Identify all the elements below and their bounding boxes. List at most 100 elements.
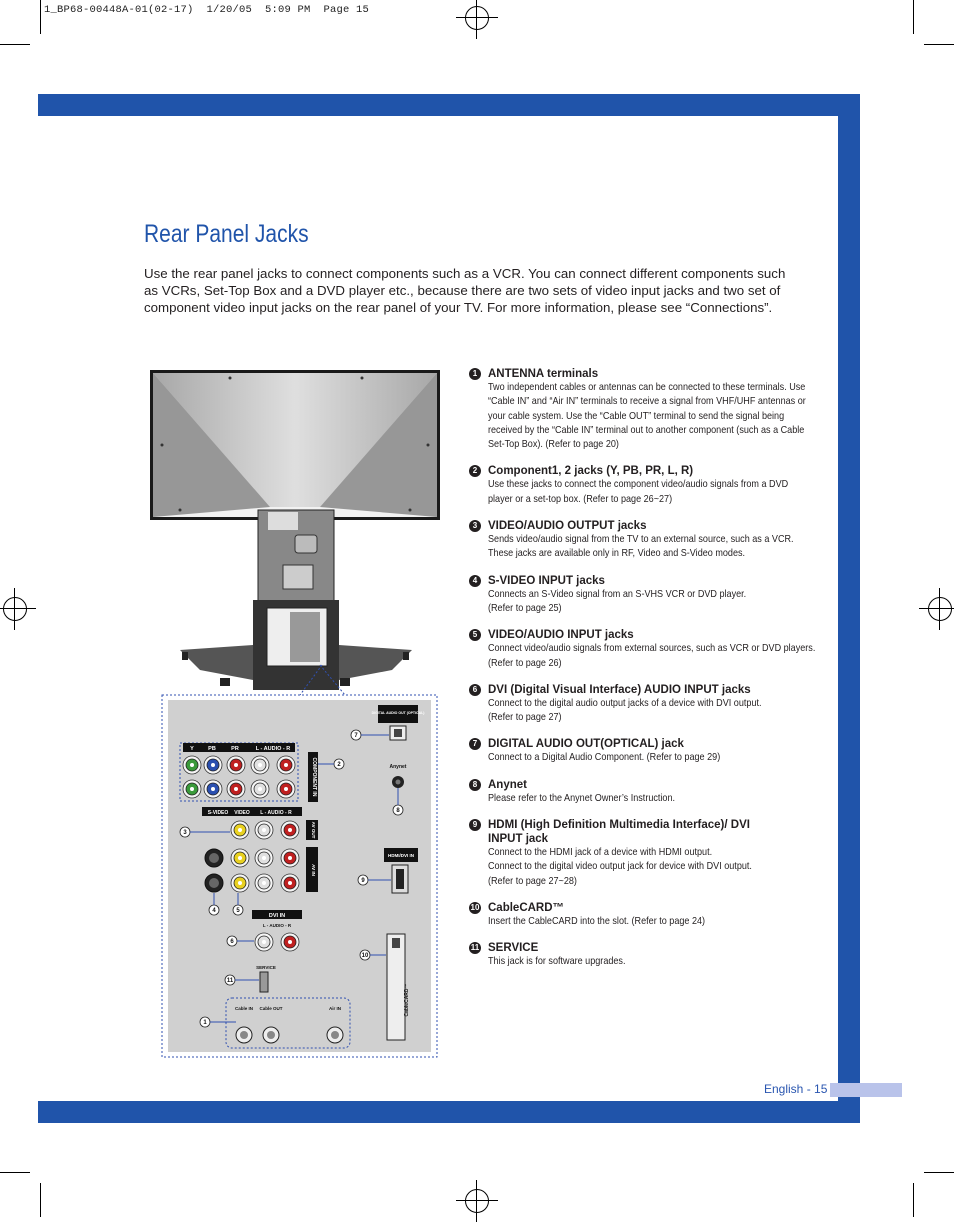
jack-item-description: Connect video/audio signals from externa… xyxy=(488,643,816,669)
optical-label: DIGITAL AUDIO OUT (OPTICAL) xyxy=(372,711,425,715)
callout-7-label: 7 xyxy=(354,733,358,739)
jack-item-title: ANTENNA terminals xyxy=(488,368,599,380)
component-jack-pin xyxy=(258,787,262,791)
audio-r-jack-pin xyxy=(288,881,292,885)
video-jack-pin xyxy=(238,828,242,832)
component-header-bar xyxy=(183,743,295,752)
jack-item-title: CableCARD™ xyxy=(488,901,565,914)
callout-number-icon: 2 xyxy=(469,465,481,478)
av-header-label: S-VIDEO xyxy=(208,810,229,816)
jack-item-description: Please refer to the Anynet Owner’s Instr… xyxy=(488,792,676,804)
callout-6-label: 6 xyxy=(230,939,234,945)
antenna-jack-core xyxy=(331,1031,339,1039)
crop-mark xyxy=(0,44,30,45)
print-header: 1_BP68-00448A-01(02-17) 1/20/05 5:09 PM … xyxy=(44,4,370,16)
callout-number-icon: 11 xyxy=(469,942,481,955)
av-out-label: AV OUT xyxy=(311,822,316,839)
hdmi-label: HDMI/DVI IN xyxy=(388,853,414,858)
antenna-label: Cable OUT xyxy=(259,1006,282,1011)
jack-item: 6 DVI (Digital Visual Interface) AUDIO IN… xyxy=(469,683,819,726)
component-side-label: COMPONENT IN xyxy=(311,758,317,797)
av-header-label: L - AUDIO - R xyxy=(260,810,292,816)
component-jack-pin xyxy=(234,787,238,791)
crop-mark xyxy=(0,1172,30,1173)
callout-4-label: 4 xyxy=(212,908,216,914)
component-jack-pin xyxy=(211,787,215,791)
callout-5-label: 5 xyxy=(236,908,240,914)
jack-item-title: DVI (Digital Visual Interface) AUDIO INP… xyxy=(488,683,751,696)
tv-back-drawing xyxy=(150,370,440,696)
dvi-in-label: DVI IN xyxy=(269,913,285,919)
callout-11-label: 11 xyxy=(227,978,234,984)
component-jack-pin xyxy=(211,763,215,767)
bottom-color-band xyxy=(38,1101,860,1123)
jack-item-description: Connects an S-Video signal from an S-VHS… xyxy=(488,588,747,614)
audio-r-jack-pin xyxy=(288,856,292,860)
component-jack-pin xyxy=(284,763,288,767)
antenna-jack-core xyxy=(267,1031,275,1039)
anynet-jack-core xyxy=(395,779,401,785)
callout-8-label: 8 xyxy=(396,808,400,814)
callout-number-icon: 3 xyxy=(469,520,481,533)
av-header-label: VIDEO xyxy=(234,810,250,816)
jack-item-title: Anynet xyxy=(488,778,527,791)
av-header-bar xyxy=(202,807,302,816)
component-header-label: PB xyxy=(208,746,216,752)
callout-9-label: 9 xyxy=(361,878,365,884)
audio-l-jack-pin xyxy=(262,881,266,885)
jack-item-description: Two independent cables or antennas can b… xyxy=(488,382,806,451)
jack-item-title: SERVICE xyxy=(488,942,539,955)
anynet-label: Anynet xyxy=(390,764,407,770)
component-jack-pin xyxy=(190,787,194,791)
antenna-jack-core xyxy=(240,1031,248,1039)
crop-mark xyxy=(913,0,914,34)
callout-number-icon: 6 xyxy=(469,683,481,696)
callout-10-label: 10 xyxy=(362,953,369,959)
panel-frame xyxy=(161,694,438,1058)
jack-item-description: Sends video/audio signal from the TV to … xyxy=(488,534,794,560)
crop-mark xyxy=(924,44,954,45)
callout-number-icon: 7 xyxy=(469,738,481,751)
audio-l-jack-pin xyxy=(262,828,266,832)
page-tab xyxy=(830,1083,902,1097)
callout-number-icon: 4 xyxy=(469,574,481,587)
dvi-audio-label: L - AUDIO - R xyxy=(263,923,292,928)
antenna-label: Cable IN xyxy=(235,1006,253,1011)
audio-r-jack-pin xyxy=(288,828,292,832)
cablecard-slot-latch xyxy=(392,938,400,948)
service-label: SERVICE xyxy=(256,965,276,970)
dvi-header-bar xyxy=(252,910,302,919)
component-jack-pin xyxy=(234,763,238,767)
s-video-jack-core xyxy=(209,853,219,863)
jack-item-title: VIDEO/AUDIO INPUT jacks xyxy=(488,629,634,642)
registration-mark-icon xyxy=(456,1180,498,1222)
jack-item-title: S-VIDEO INPUT jacks xyxy=(488,574,605,587)
registration-mark-icon xyxy=(0,588,36,630)
crop-mark xyxy=(40,0,41,34)
dvi-audio-r-jack-pin xyxy=(288,940,292,944)
page-number: English - 15 xyxy=(764,1082,828,1096)
jack-item-description: Connect to a Digital Audio Component. (R… xyxy=(488,752,721,764)
jack-item-description: Connect to the digital audio output jack… xyxy=(488,697,762,724)
right-color-band xyxy=(838,94,860,1123)
crop-mark xyxy=(924,1172,954,1173)
component-side-bar xyxy=(308,752,318,802)
antenna-group xyxy=(225,997,351,1049)
av-in-label: AV IN xyxy=(311,864,316,876)
component-jack-pin xyxy=(258,763,262,767)
component-jack-pin xyxy=(190,763,194,767)
cablecard-label: CableCARD™ xyxy=(404,983,410,1016)
component-jack-pin xyxy=(284,787,288,791)
callout-1-label: 1 xyxy=(203,1020,207,1026)
jack-item-description: Connect to the HDMI jack of a device wit… xyxy=(488,847,752,887)
video-jack-pin xyxy=(238,881,242,885)
callout-number-icon: 9 xyxy=(469,819,481,832)
av-out-bar xyxy=(306,820,318,840)
av-in-bar xyxy=(306,847,318,892)
service-port xyxy=(259,971,269,993)
